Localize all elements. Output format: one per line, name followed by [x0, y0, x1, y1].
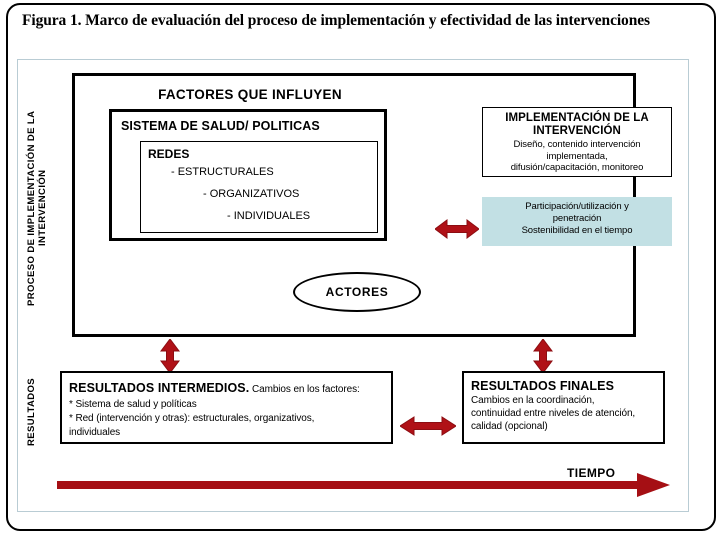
resultados-intermedios-line3: individuales — [69, 427, 121, 439]
axis-label-process: PROCESO DE IMPLEMENTACIÓN DE LA INTERVEN… — [26, 110, 48, 306]
participacion-line1: Participación/utilización y — [525, 201, 629, 212]
redes-item-individuales: - INDIVIDUALES — [227, 210, 311, 222]
implementacion-desc-line3: difusión/capacitación, monitoreo — [510, 162, 644, 174]
resultados-intermedios-line2: * Red (intervención y otras): estructura… — [69, 413, 315, 425]
resultados-intermedios-line1: * Sistema de salud y políticas — [69, 399, 197, 410]
resultados-intermedios-heading: RESULTADOS INTERMEDIOS. — [69, 381, 250, 395]
double-arrow-vertical-icon-right — [533, 339, 553, 373]
implementacion-desc-line1: Diseño, contenido intervención — [513, 139, 641, 151]
implementacion-title-line2: INTERVENCIÓN — [533, 125, 621, 138]
page-title: Figura 1. Marco de evaluación del proces… — [22, 12, 650, 29]
double-arrow-horizontal-icon — [435, 219, 479, 239]
resultados-finales-line1: Cambios en la coordinación, — [471, 395, 595, 406]
redes-item-organizativos: - ORGANIZATIVOS — [203, 188, 300, 200]
resultados-finales-box: RESULTADOS FINALES Cambios en la coordin… — [462, 371, 665, 444]
resultados-finales-line3: calidad (opcional) — [471, 421, 548, 432]
implementacion-intervencion-box: IMPLEMENTACIÓN DE LA INTERVENCIÓN Diseño… — [482, 107, 672, 177]
axis-label-results: RESULTADOS — [26, 377, 37, 447]
resultados-finales-heading: RESULTADOS FINALES — [471, 379, 615, 393]
resultados-finales-line2: continuidad entre niveles de atención, — [471, 408, 636, 419]
participacion-line2: penetración — [552, 213, 602, 225]
double-arrow-vertical-icon-left — [160, 339, 180, 373]
redes-box: REDES - ESTRUCTURALES - ORGANIZATIVOS - … — [140, 141, 378, 233]
redes-item-estructurales: - ESTRUCTURALES — [171, 166, 274, 178]
participacion-sostenibilidad-box: Participación/utilización y penetración … — [482, 197, 672, 246]
factores-que-influyen-title: FACTORES QUE INFLUYEN — [158, 87, 342, 102]
timeline-label: TIEMPO — [567, 466, 616, 480]
resultados-intermedios-box: RESULTADOS INTERMEDIOS. Cambios en los f… — [60, 371, 393, 444]
sistema-de-salud-title: SISTEMA DE SALUD/ POLITICAS — [121, 119, 320, 133]
arrow-right-icon-timeline — [57, 473, 670, 497]
redes-title: REDES — [148, 147, 190, 161]
sistema-de-salud-box: SISTEMA DE SALUD/ POLITICAS REDES - ESTR… — [109, 109, 387, 241]
actores-ellipse: ACTORES — [293, 272, 421, 312]
influencing-factors-container: FACTORES QUE INFLUYEN SISTEMA DE SALUD/ … — [72, 73, 672, 337]
implementacion-desc-line2: implementada, — [546, 150, 608, 162]
implementacion-title-line1: IMPLEMENTACIÓN DE LA — [505, 112, 649, 124]
resultados-intermedios-subheading: Cambios en los factores: — [249, 384, 360, 395]
actores-label: ACTORES — [325, 285, 389, 299]
participacion-line3: Sostenibilidad en el tiempo — [521, 225, 633, 237]
double-arrow-horizontal-icon-bottom — [400, 416, 456, 436]
